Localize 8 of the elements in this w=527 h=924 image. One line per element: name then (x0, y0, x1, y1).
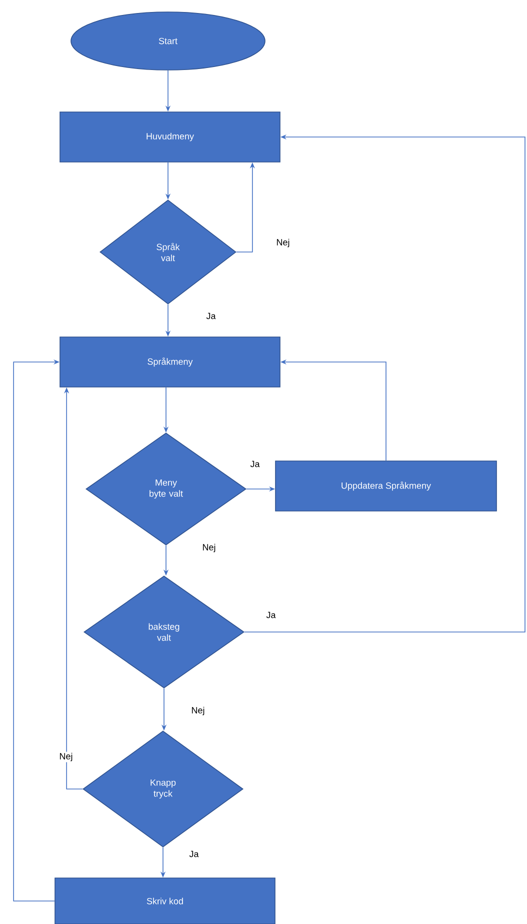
process-box: Huvudmeny (60, 112, 280, 162)
edge-label: Nej (190, 706, 206, 716)
process-box: Skriv kod (54, 878, 276, 924)
process-box: Uppdatera Språkmeny (275, 460, 497, 512)
edge-label: Nej (58, 752, 74, 762)
edge-label: Nej (201, 542, 217, 554)
process-box: Språkmeny (60, 336, 280, 388)
edge-label: Nej (275, 238, 291, 248)
